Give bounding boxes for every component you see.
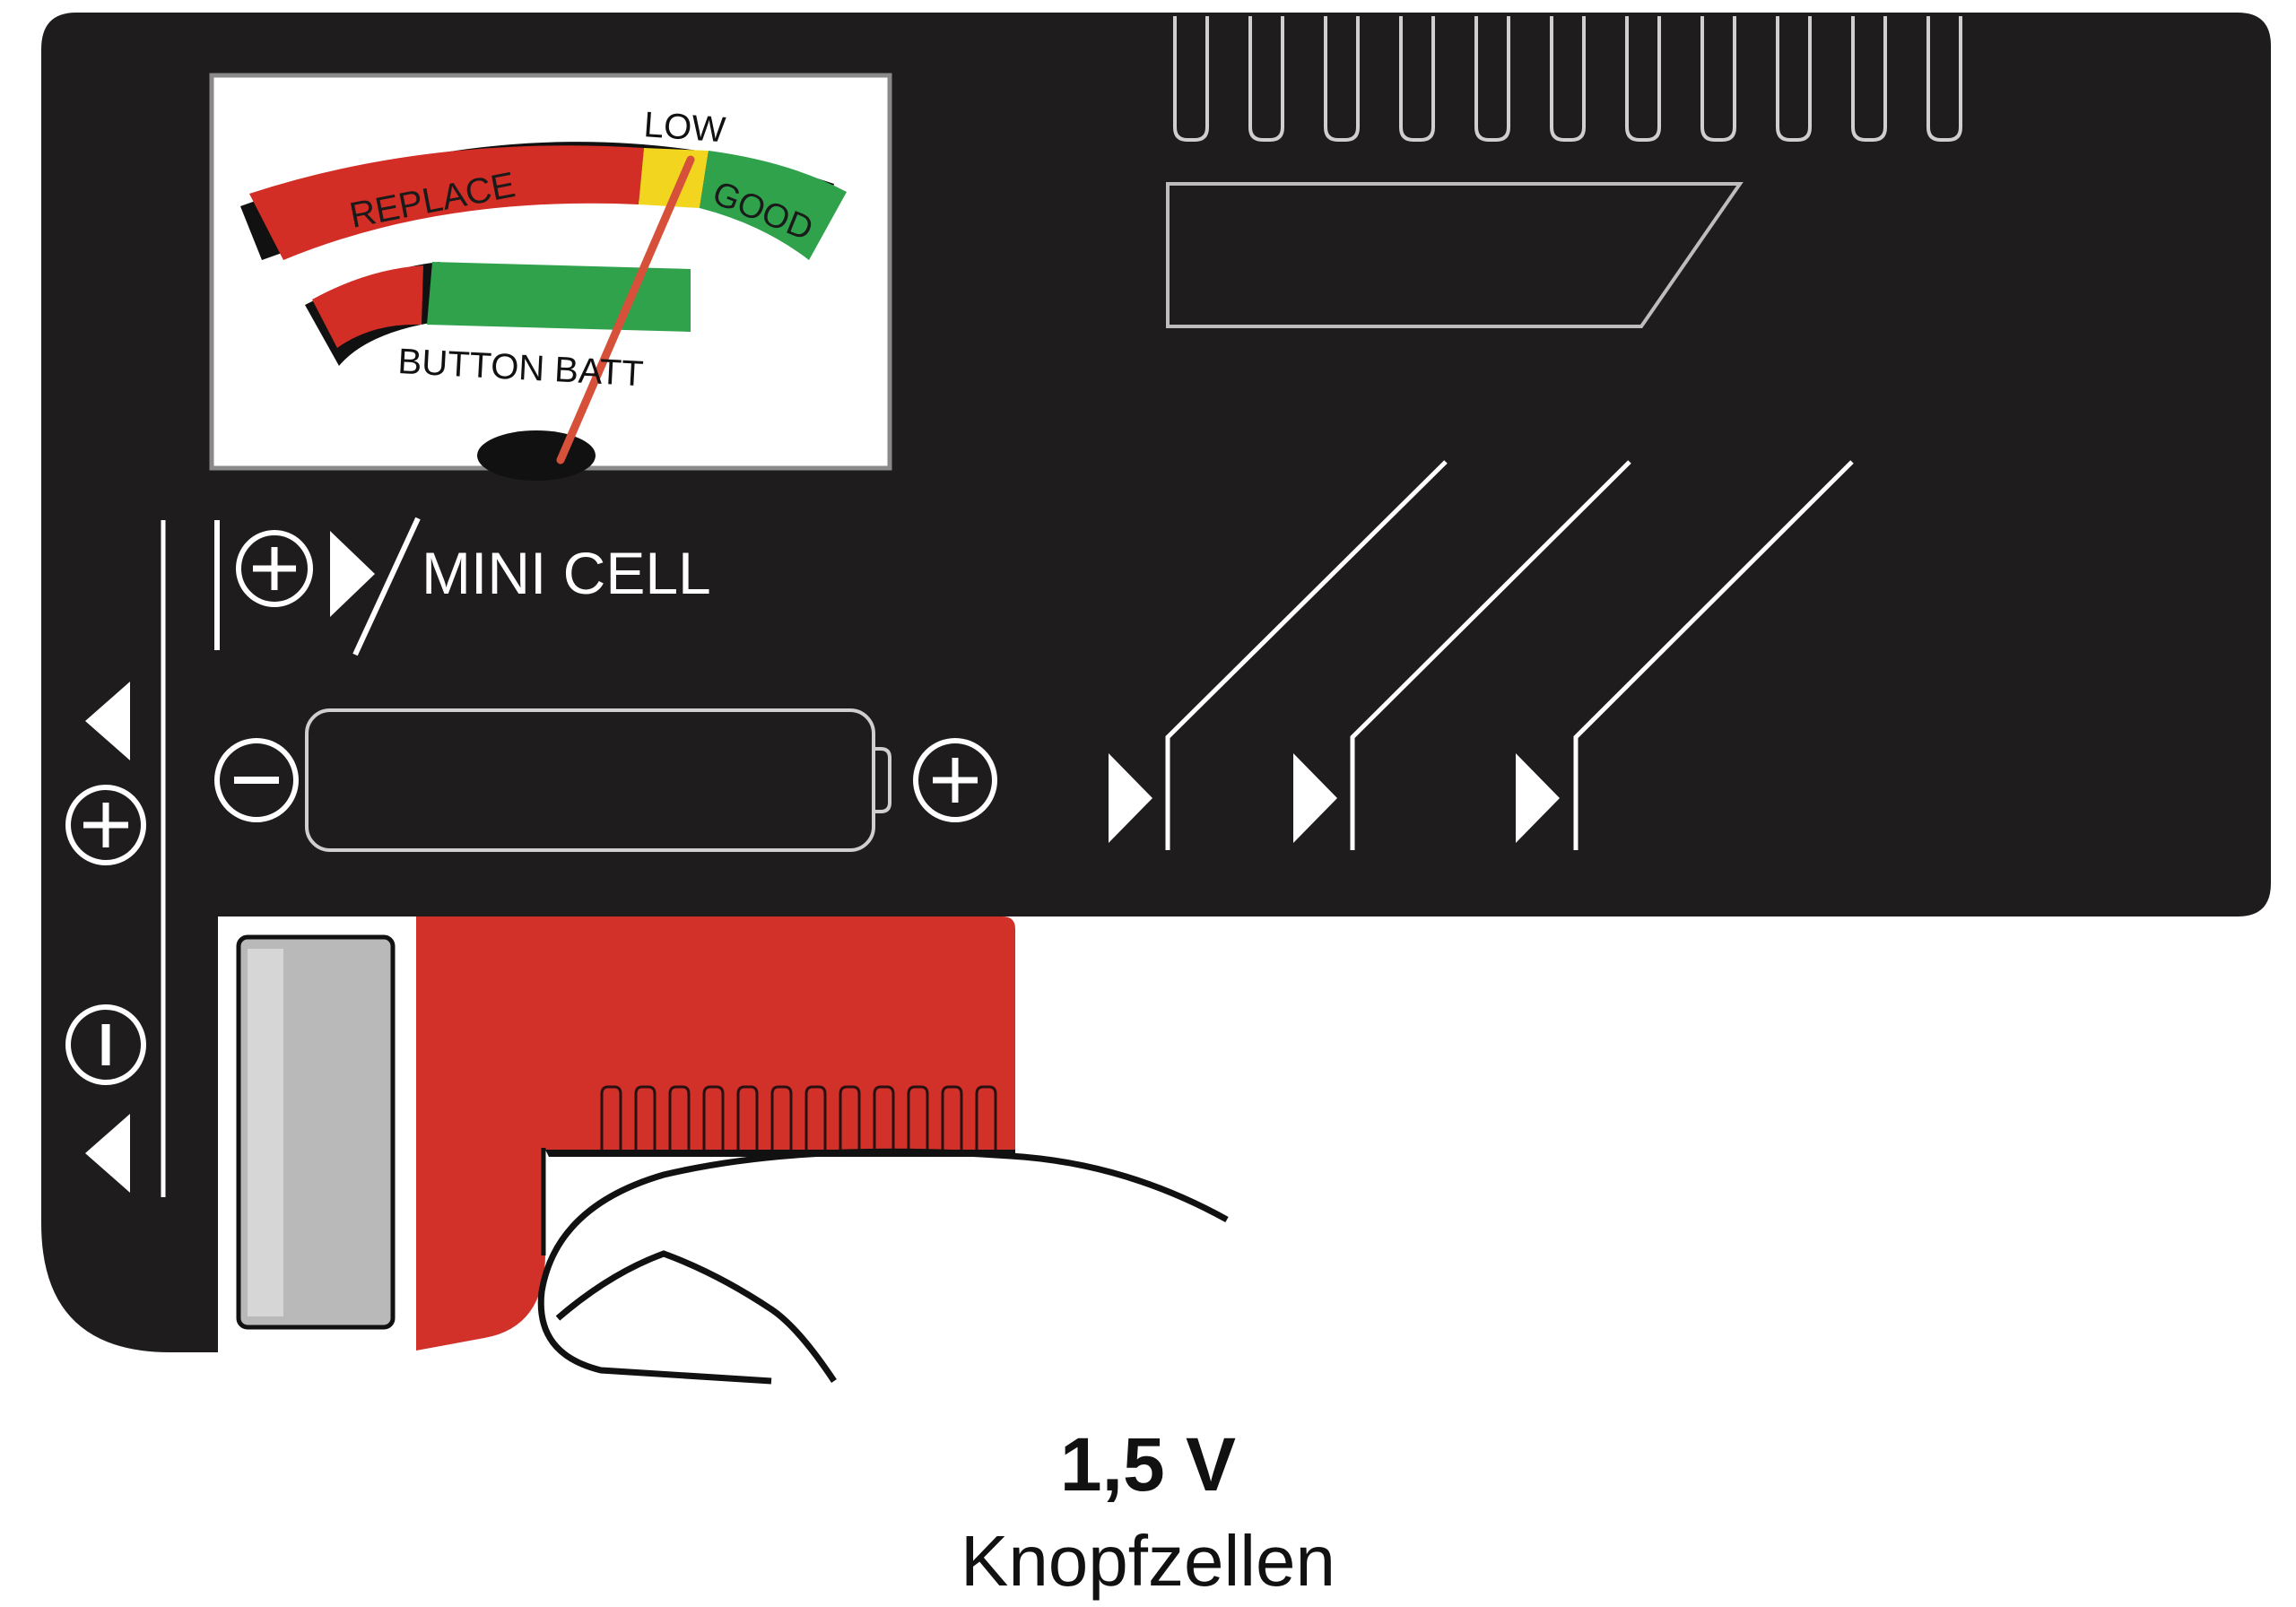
voltage-caption: 1,5 V xyxy=(1059,1422,1237,1507)
plus-circle-icon xyxy=(65,785,146,865)
contact-slots xyxy=(1173,16,1962,142)
good-zone xyxy=(700,151,847,260)
red-slider xyxy=(416,916,1015,1351)
mini-cell-label: MINI CELL xyxy=(422,540,711,606)
meter-window: REPLACE LOW GOOD BUTTON BATT xyxy=(209,73,892,481)
button-cell-inner xyxy=(555,1250,837,1383)
spring-contacts xyxy=(1165,460,1854,850)
button-replace-zone xyxy=(312,265,423,348)
triangle-up-icon xyxy=(85,682,130,760)
button-cell-outline xyxy=(537,1148,1229,1385)
low-label: LOW xyxy=(642,105,726,150)
plus-circle-icon xyxy=(236,530,313,607)
slash-divider xyxy=(352,517,421,656)
slider-grip xyxy=(600,1085,997,1150)
triangle-pointer-icon xyxy=(1109,753,1560,843)
triangle-pointer-icon xyxy=(330,531,375,617)
needle-pivot xyxy=(477,430,596,481)
button-good-zone xyxy=(427,262,691,332)
triangle-down-icon xyxy=(85,1114,130,1193)
minus-circle-icon xyxy=(65,1004,146,1085)
battery-slot-outline xyxy=(1166,182,1744,328)
replace-zone xyxy=(249,145,644,260)
cell-slot xyxy=(214,708,997,852)
battery-type-caption: Knopfzellen xyxy=(960,1521,1336,1601)
meter-needle xyxy=(556,155,695,465)
